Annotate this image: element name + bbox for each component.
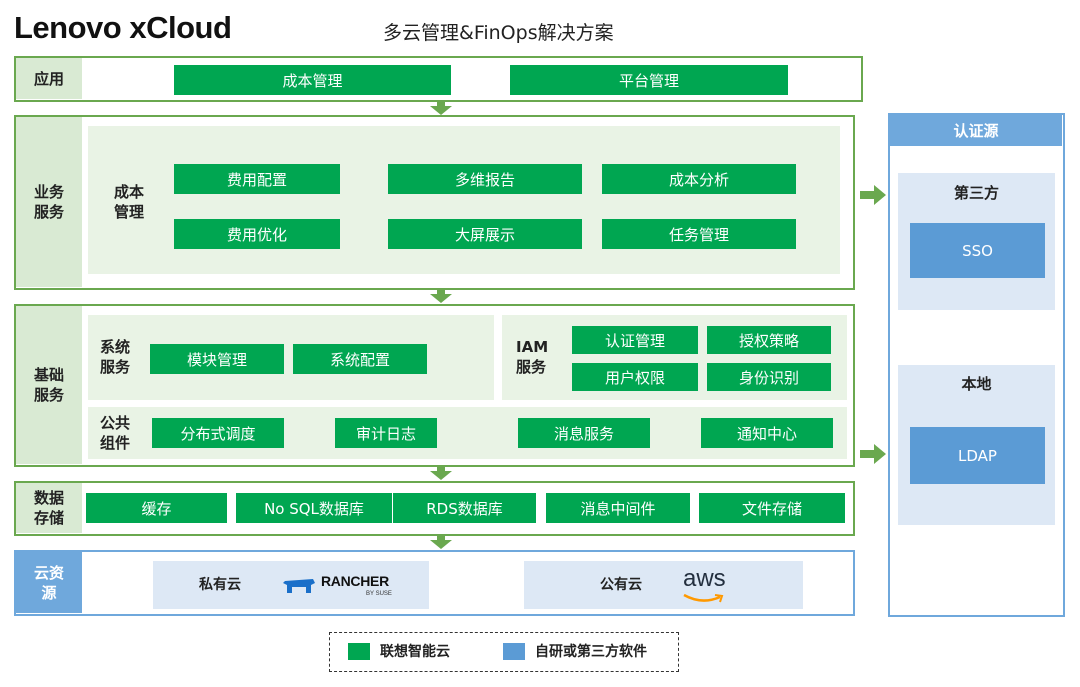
business-layer-label-text: 业务服务: [33, 183, 64, 221]
big-screen-display-button[interactable]: 大屏展示: [388, 219, 582, 249]
identity-recognition-button[interactable]: 身份识别: [707, 363, 831, 391]
local-label: 本地: [961, 375, 992, 393]
third-party-panel: 第三方 SSO: [898, 173, 1055, 310]
auth-source-title: 认证源: [890, 115, 1062, 146]
legend: 联想智能云 自研或第三方软件: [329, 632, 679, 672]
message-middleware-button[interactable]: 消息中间件: [546, 493, 690, 523]
flow-arrow-stem: [437, 467, 445, 472]
data-layer-label-text: 数据存储: [33, 489, 64, 527]
rancher-brand-subtext: BY SUSE: [366, 591, 392, 597]
data-layer-label: 数据存储: [16, 483, 82, 533]
app-layer: 应用 成本管理 平台管理: [14, 56, 863, 102]
cost-analysis-button[interactable]: 成本分析: [602, 164, 796, 194]
sso-button[interactable]: SSO: [910, 223, 1045, 278]
base-layer: 基础服务 系统服务 模块管理 系统配置 IAM服务 认证管理 授权策略 用户权限…: [14, 304, 855, 467]
public-cloud-panel: 公有云 aws: [524, 561, 803, 609]
app-layer-label: 应用: [16, 58, 82, 99]
business-layer-label: 业务服务: [16, 117, 82, 287]
user-permission-button[interactable]: 用户权限: [572, 363, 698, 391]
system-config-button[interactable]: 系统配置: [293, 344, 427, 374]
file-storage-button[interactable]: 文件存储: [699, 493, 845, 523]
app-cost-management-button[interactable]: 成本管理: [174, 65, 451, 95]
flow-arrow-stem: [437, 102, 445, 107]
audit-log-button[interactable]: 审计日志: [335, 418, 437, 448]
flow-arrow-stem: [437, 290, 445, 295]
aws-smile-icon: [683, 593, 724, 603]
rds-database-button[interactable]: RDS数据库: [393, 493, 536, 523]
right-arrow-icon: [860, 185, 886, 205]
down-arrow-icon: [430, 471, 452, 480]
cache-button[interactable]: 缓存: [86, 493, 227, 523]
system-service-panel: 系统服务 模块管理 系统配置: [88, 315, 494, 400]
cloud-layer-label: 云资源: [16, 552, 82, 613]
business-layer: 业务服务 成本管理 费用配置 多维报告 成本分析 费用优化 大屏展示 任务管理: [14, 115, 855, 290]
authorization-policy-button[interactable]: 授权策略: [707, 326, 831, 354]
page-title: 多云管理&FinOps解决方案: [383, 22, 614, 44]
ldap-button[interactable]: LDAP: [910, 427, 1045, 484]
notification-center-button[interactable]: 通知中心: [701, 418, 833, 448]
fee-config-button[interactable]: 费用配置: [174, 164, 340, 194]
multi-dim-report-button[interactable]: 多维报告: [388, 164, 582, 194]
lenovo-xcloud-logo: Lenovo xCloud: [14, 10, 232, 45]
base-layer-label-text: 基础服务: [33, 366, 64, 404]
task-management-button[interactable]: 任务管理: [602, 219, 796, 249]
cloud-layer-label-text: 云资源: [33, 563, 64, 602]
aws-brand-text: aws: [683, 565, 726, 592]
cost-management-panel: 成本管理 费用配置 多维报告 成本分析 费用优化 大屏展示 任务管理: [88, 126, 840, 274]
local-panel: 本地 LDAP: [898, 365, 1055, 525]
fee-optimization-button[interactable]: 费用优化: [174, 219, 340, 249]
legend-swatch-green: [348, 643, 370, 660]
rancher-brand-text: RANCHER: [321, 573, 389, 589]
legend-label-third-party: 自研或第三方软件: [535, 644, 647, 660]
app-platform-management-button[interactable]: 平台管理: [510, 65, 788, 95]
flow-arrow-stem: [437, 536, 445, 541]
cost-management-group-label: 成本管理: [114, 183, 145, 221]
down-arrow-icon: [430, 106, 452, 115]
cloud-layer: 云资源 私有云 RANCHER BY SUSE 公有云 aws: [14, 550, 855, 616]
right-arrow-icon: [860, 444, 886, 464]
legend-swatch-blue: [503, 643, 525, 660]
iam-service-label: IAM服务: [516, 338, 549, 376]
private-cloud-panel: 私有云 RANCHER BY SUSE: [153, 561, 429, 609]
down-arrow-icon: [430, 540, 452, 549]
private-cloud-label: 私有云: [199, 577, 241, 593]
common-components-label: 公共组件: [100, 414, 131, 452]
auth-source-column: 认证源 第三方 SSO 本地 LDAP: [888, 113, 1065, 617]
data-layer: 数据存储 缓存 No SQL数据库 RDS数据库 消息中间件 文件存储: [14, 481, 855, 536]
distributed-scheduling-button[interactable]: 分布式调度: [152, 418, 284, 448]
rancher-logo-icon: [283, 579, 315, 593]
system-service-label: 系统服务: [100, 338, 131, 376]
third-party-label: 第三方: [953, 184, 999, 202]
nosql-database-button[interactable]: No SQL数据库: [236, 493, 392, 523]
down-arrow-icon: [430, 294, 452, 303]
legend-label-lenovo: 联想智能云: [380, 644, 450, 660]
module-management-button[interactable]: 模块管理: [150, 344, 284, 374]
iam-service-panel: IAM服务 认证管理 授权策略 用户权限 身份识别: [502, 315, 847, 400]
auth-management-button[interactable]: 认证管理: [572, 326, 698, 354]
base-layer-label: 基础服务: [16, 306, 82, 464]
public-cloud-label: 公有云: [600, 577, 642, 593]
message-service-button[interactable]: 消息服务: [518, 418, 650, 448]
common-components-panel: 公共组件 分布式调度 审计日志 消息服务 通知中心: [88, 407, 847, 459]
